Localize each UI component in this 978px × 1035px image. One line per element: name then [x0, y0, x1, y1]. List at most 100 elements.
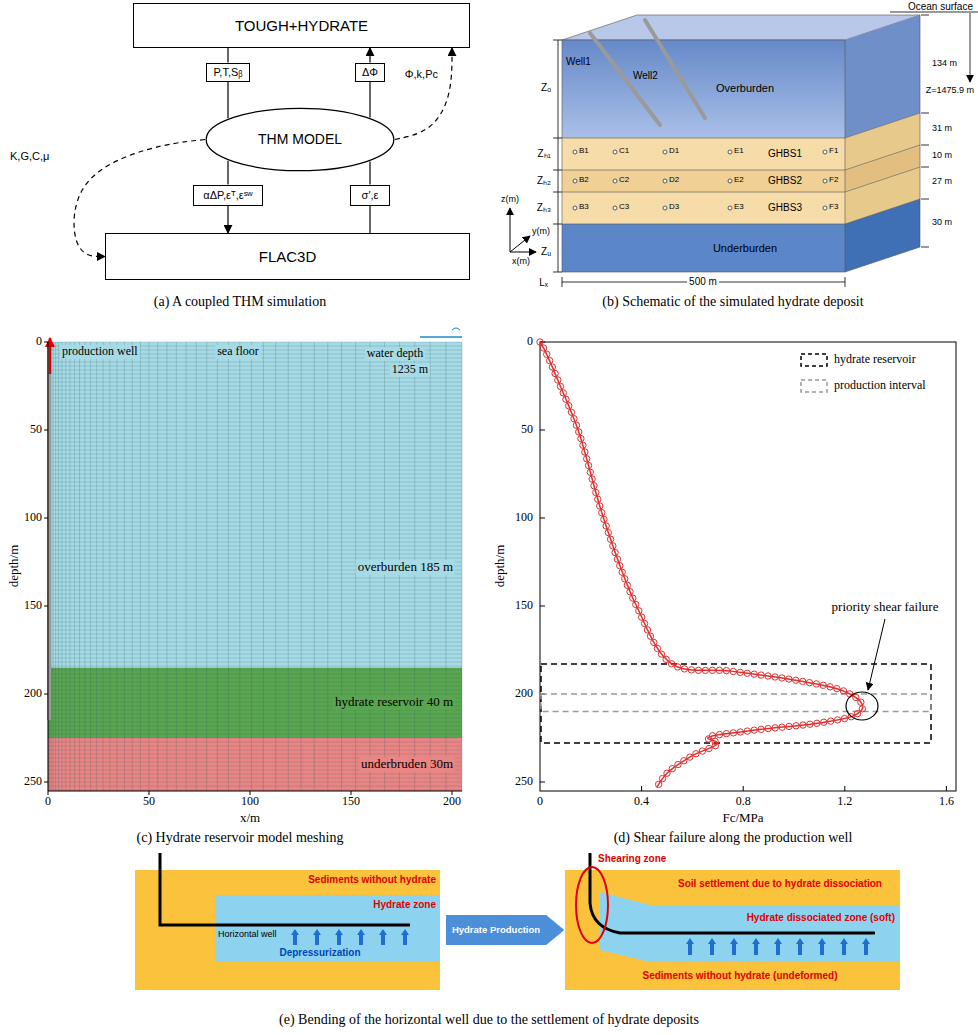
coupling-line [227, 206, 228, 234]
diagram-label: z(m) [501, 194, 519, 204]
shear-curve [593, 489, 599, 495]
shear-curve [820, 682, 826, 688]
mesh-grid [341, 342, 342, 791]
axis-label: 1.6 [939, 795, 954, 809]
shear-curve [655, 781, 661, 787]
observation-point [823, 150, 827, 154]
dimension-line [553, 138, 562, 139]
pressure-arrow [357, 929, 365, 945]
shear-curve [619, 569, 625, 575]
diagram-label: Zₕ₁ [538, 148, 551, 160]
shear-curve [668, 661, 674, 667]
dimension-line [921, 167, 929, 168]
observation-point [613, 179, 617, 183]
shear-curve [549, 364, 555, 370]
shear-curve [633, 601, 639, 607]
deposit-block [562, 40, 845, 272]
edge-label: Φ,k,Pc [403, 68, 440, 81]
axis-label: 0 [527, 335, 533, 349]
shear-curve [537, 339, 866, 788]
coupling-line [369, 161, 370, 184]
diagram-label: 31 m [932, 123, 952, 133]
shear-curve [580, 442, 586, 448]
mesh-grid [228, 342, 229, 791]
shear-curve [687, 754, 693, 760]
diagram-label: E2 [734, 175, 744, 184]
shear-chart [537, 339, 956, 791]
diagram-label: Lₓ [539, 277, 548, 289]
observation-point [573, 179, 577, 183]
dimension-line [553, 40, 562, 41]
edge-label: K,G,C,μ [8, 150, 51, 163]
diagram-label: 500 m [687, 276, 719, 288]
legend-entry: production interval [800, 378, 926, 393]
shear-chart [946, 786, 947, 791]
shear-curve [654, 645, 660, 651]
well-trajectory [590, 33, 660, 125]
process-box: TOUGH+HYDRATE [133, 3, 470, 48]
diagram-label: D3 [669, 202, 679, 211]
mesh-model [44, 342, 48, 343]
diagram-label: D1 [669, 146, 679, 155]
shear-curve [840, 688, 846, 694]
shear-curve [751, 671, 757, 677]
well-bending-sketch [135, 853, 900, 990]
axis-label: 150 [24, 599, 42, 613]
axis-label: 0 [45, 795, 51, 809]
diagram-label: GHBS1 [768, 148, 802, 160]
shear-curve [664, 770, 670, 776]
deposit-block [845, 145, 920, 170]
legend-entry: hydrate reservoir [800, 352, 916, 367]
shear-chart [540, 518, 545, 519]
deposit-block [562, 224, 845, 225]
shear-curve [853, 694, 859, 700]
node-text: αΔP,εᵀ,εˢʷ [203, 189, 252, 202]
callout-label: Shearing zone [598, 853, 666, 865]
mesh-grid [69, 342, 70, 791]
pressure-arrow [818, 938, 826, 955]
process-arrow: Hydrate Production [446, 915, 564, 945]
diagram-label: Zₒ [541, 82, 551, 94]
shear-curve [765, 725, 771, 731]
well-trajectory [645, 20, 705, 118]
axis-label: sea floor [215, 345, 261, 359]
well-bending-sketch [135, 870, 440, 990]
axis-label: underbruden 30m [359, 757, 455, 772]
axis-triad [510, 236, 530, 252]
diagram-label: 134 m [932, 58, 957, 68]
process-box: FLAC3D [105, 233, 470, 280]
shear-curve [639, 614, 645, 620]
shear-chart [540, 430, 545, 431]
node-text: σ′,ε [362, 189, 379, 202]
observation-point [613, 206, 617, 210]
shear-curve [571, 416, 577, 422]
mesh-model [49, 338, 52, 374]
mesh-grid [166, 342, 167, 791]
deposit-block [562, 192, 845, 193]
diagram-label: x(m) [512, 256, 530, 266]
mesh-model [44, 430, 48, 431]
shear-curve [578, 435, 584, 441]
deposit-block [845, 199, 920, 224]
well-bending-sketch [600, 892, 900, 962]
sediment-panel: Soil settlement due to hydrate dissociat… [565, 870, 900, 990]
axis-label: 150 [515, 599, 533, 613]
diagram-label: y(m) [532, 226, 550, 236]
shear-curve [706, 745, 712, 751]
mesh-model [44, 518, 48, 519]
axis-triad [510, 208, 511, 252]
shear-curve [566, 403, 572, 409]
shear-curve [573, 422, 579, 428]
mesh-grid [327, 342, 328, 791]
mesh-grid [55, 342, 56, 791]
axis-label: 50 [30, 423, 42, 437]
shear-curve [772, 674, 778, 680]
shear-curve [560, 390, 566, 396]
diagram-label: B3 [579, 202, 589, 211]
axis-label: 200 [443, 795, 461, 809]
mesh-grid [217, 342, 218, 791]
shear-curve [663, 656, 669, 662]
shear-curve [651, 639, 657, 645]
